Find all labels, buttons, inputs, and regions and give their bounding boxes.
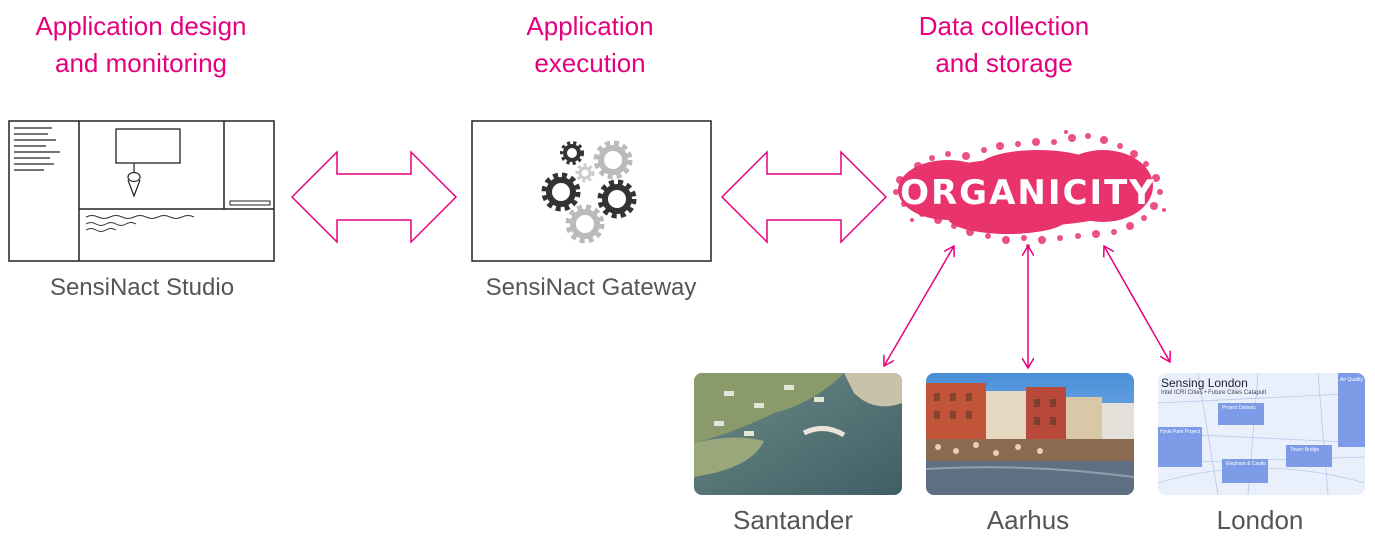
london-label-tower-bridge: Tower Bridge bbox=[1290, 447, 1320, 453]
city-label-aarhus: Aarhus bbox=[986, 505, 1070, 535]
london-image: Sensing London Intel ICRI Cities • Futur… bbox=[1158, 373, 1365, 495]
gateway-box bbox=[471, 120, 712, 262]
gateway-caption: SensiNact Gateway bbox=[485, 274, 697, 301]
london-thumbnail-title: Sensing London bbox=[1161, 376, 1248, 390]
heading-data: Data collection and storage bbox=[918, 11, 1090, 78]
organicity-logo: ORGANICITY bbox=[893, 130, 1166, 248]
double-arrow-studio-gateway bbox=[290, 150, 458, 244]
london-label-elephant-castle: Elephant & Castle bbox=[1226, 461, 1267, 467]
connector-santander bbox=[884, 246, 954, 366]
london-label-project-dataviz: Project Dataviz bbox=[1222, 405, 1256, 411]
studio-wireframe bbox=[8, 120, 275, 262]
city-label-santander: Santander bbox=[733, 505, 853, 535]
santander-image bbox=[694, 373, 902, 495]
heading-execution: Application execution bbox=[526, 11, 654, 78]
gear-icon bbox=[541, 140, 637, 244]
double-arrow-gateway-organicity bbox=[720, 150, 888, 244]
organicity-logo-text: ORGANICITY bbox=[900, 173, 1156, 213]
connector-london bbox=[1104, 246, 1170, 362]
london-label-hyde-park: Hyde Park Project bbox=[1160, 429, 1201, 435]
london-label-air-quality: Air Quality bbox=[1340, 377, 1364, 383]
city-label-london: London bbox=[1216, 505, 1304, 535]
london-thumbnail-subtitle: Intel ICRI Cities • Future Cities Catapu… bbox=[1161, 390, 1267, 396]
heading-design: Application design and monitoring bbox=[35, 11, 247, 78]
studio-caption: SensiNact Studio bbox=[49, 274, 235, 301]
city-connectors bbox=[870, 238, 1190, 378]
aarhus-image bbox=[926, 373, 1134, 495]
